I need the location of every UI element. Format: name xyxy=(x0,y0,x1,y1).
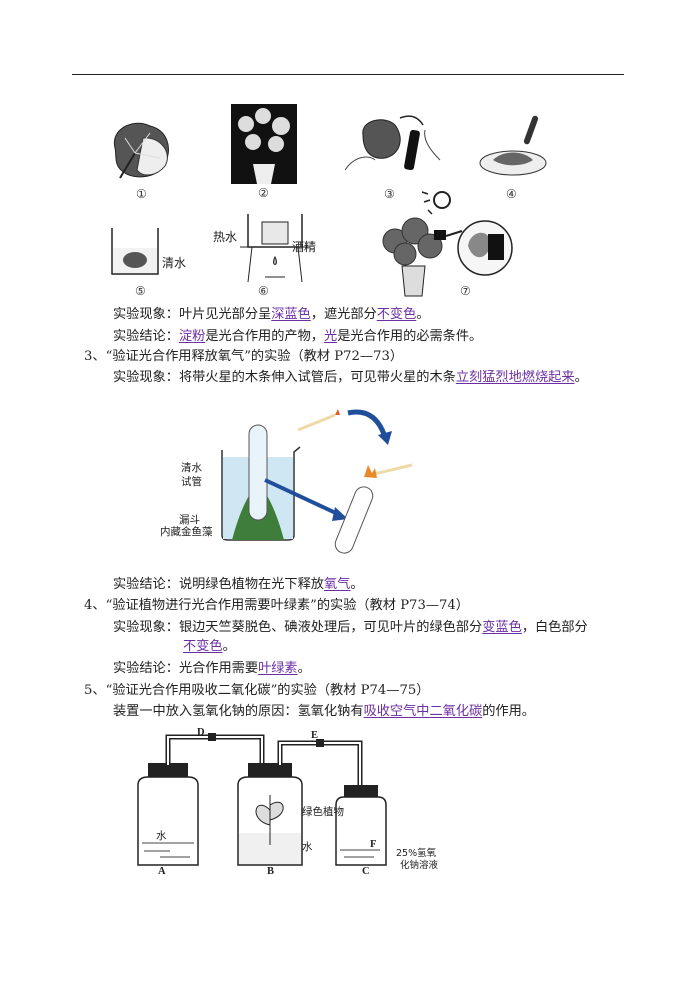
label-water-b: 水 xyxy=(302,841,313,853)
conclusion-label: 实验结论： xyxy=(113,329,179,344)
answer-highlight: 变蓝色 xyxy=(482,620,522,635)
section5-reason: 装置一中放入氢氧化钠的原因：氢氧化钠有吸收空气中二氧化碳的作用。 xyxy=(113,703,535,721)
panel-number: ⑤ xyxy=(135,284,146,298)
section2-conclusion: 实验结论：淀粉是光合作用的产物，光是光合作用的必需条件。 xyxy=(113,328,482,346)
label-clear-water: 清水 xyxy=(181,462,202,474)
section4-phenomenon-cont: 不变色。 xyxy=(183,638,236,656)
text: 。 xyxy=(222,639,236,654)
section4-conclusion: 实验结论：光合作用需要叶绿素。 xyxy=(113,660,311,678)
panel-number: ⑥ xyxy=(258,284,269,298)
answer-highlight: 淀粉 xyxy=(178,329,206,344)
text: 的作用。 xyxy=(482,704,535,719)
label-valve-d: D xyxy=(197,727,205,738)
phenomenon-label: 实验现象： xyxy=(113,620,179,635)
label-jar-b: B xyxy=(267,866,275,877)
cover-leaf-illustration xyxy=(345,115,441,171)
answer-highlight: 深蓝色 xyxy=(271,307,311,322)
text: 。 xyxy=(574,370,588,385)
text: 。 xyxy=(297,661,311,676)
label-valve-e: E xyxy=(311,730,319,741)
text: ，遮光部分 xyxy=(310,307,377,322)
text: 将带火星的木条伸入试管后，可见带火星的木条 xyxy=(178,370,456,385)
text: 。 xyxy=(350,577,364,592)
panel-number: ⑦ xyxy=(460,284,471,298)
label-alcohol: 酒精 xyxy=(292,240,317,254)
panel-number: ③ xyxy=(384,187,395,201)
text: ，白色部分 xyxy=(521,620,588,635)
label-green-plant: 绿色植物 xyxy=(302,806,344,818)
section5-heading: 5、“验证光合作用吸收二氧化碳”的实验（教材 P74—75） xyxy=(84,683,430,698)
rinse-beaker-illustration xyxy=(111,228,159,275)
plant-in-sun-illustration xyxy=(382,191,513,297)
section4-phenomenon: 实验现象：银边天竺葵脱色、碘液处理后，可见叶片的绿色部分变蓝色，白色部分 xyxy=(113,619,588,637)
label-jar-c: C xyxy=(362,866,370,877)
panel-number: ② xyxy=(258,186,269,200)
answer-highlight: 立刻猛烈地燃烧起来 xyxy=(455,370,575,385)
oxygen-beaker-illustration xyxy=(221,409,413,554)
panel-number: ① xyxy=(136,187,147,201)
label-water-a: 水 xyxy=(156,830,167,842)
label-jar-a: A xyxy=(158,866,166,877)
water-bath-illustration xyxy=(240,214,310,283)
conclusion-label: 实验结论： xyxy=(113,661,179,676)
answer-highlight: 氧气 xyxy=(324,577,351,592)
text: 银边天竺葵脱色、碘液处理后，可见叶片的绿色部分 xyxy=(178,620,483,635)
label-naoh-line1: 25%氢氧 xyxy=(396,848,437,859)
text: 叶片见光部分呈 xyxy=(178,307,272,322)
text: 装置一中放入氢氧化钠的原因：氢氧化钠有 xyxy=(113,704,364,719)
answer-highlight: 光 xyxy=(324,329,338,344)
text: 光合作用需要 xyxy=(178,661,259,676)
text: 是光合作用的产物， xyxy=(205,329,324,344)
text: 是光合作用的必需条件。 xyxy=(337,329,483,344)
label-test-tube: 试管 xyxy=(181,476,202,488)
section3-phenomenon: 实验现象：将带火星的木条伸入试管后，可见带火星的木条立刻猛烈地燃烧起来。 xyxy=(113,369,588,387)
section3-conclusion: 实验结论：说明绿色植物在光下释放氧气。 xyxy=(113,576,364,594)
conclusion-label: 实验结论： xyxy=(113,577,179,592)
label-clear-water: 清水 xyxy=(162,256,187,270)
answer-highlight: 吸收空气中二氧化碳 xyxy=(363,704,483,719)
label-f: F xyxy=(370,839,377,850)
label-algae: 内藏金鱼藻 xyxy=(160,526,213,538)
phenomenon-label: 实验现象： xyxy=(113,307,179,322)
section2-phenomenon: 实验现象：叶片见光部分呈深蓝色，遮光部分不变色。 xyxy=(113,306,430,324)
iodine-dish-illustration xyxy=(479,115,547,176)
label-hot-water: 热水 xyxy=(213,230,238,244)
header-rule xyxy=(72,74,624,75)
label-funnel: 漏斗 xyxy=(179,514,200,526)
leaf-illustration xyxy=(113,122,169,179)
phenomenon-label: 实验现象： xyxy=(113,370,179,385)
co2-apparatus-illustration xyxy=(137,733,387,866)
answer-highlight: 不变色 xyxy=(183,639,223,654)
plant-in-dark-illustration xyxy=(231,104,297,184)
answer-highlight: 叶绿素 xyxy=(258,661,298,676)
panel-number: ④ xyxy=(506,187,517,201)
answer-highlight: 不变色 xyxy=(376,307,417,322)
section4-heading: 4、“验证植物进行光合作用需要叶绿素”的实验（教材 P73—74） xyxy=(84,598,469,613)
text: 说明绿色植物在光下释放 xyxy=(178,577,324,592)
section3-heading: 3、“验证光合作用释放氧气”的实验（教材 P72—73） xyxy=(84,349,404,364)
text: 。 xyxy=(416,307,430,322)
label-naoh-line2: 化钠溶液 xyxy=(400,860,439,871)
